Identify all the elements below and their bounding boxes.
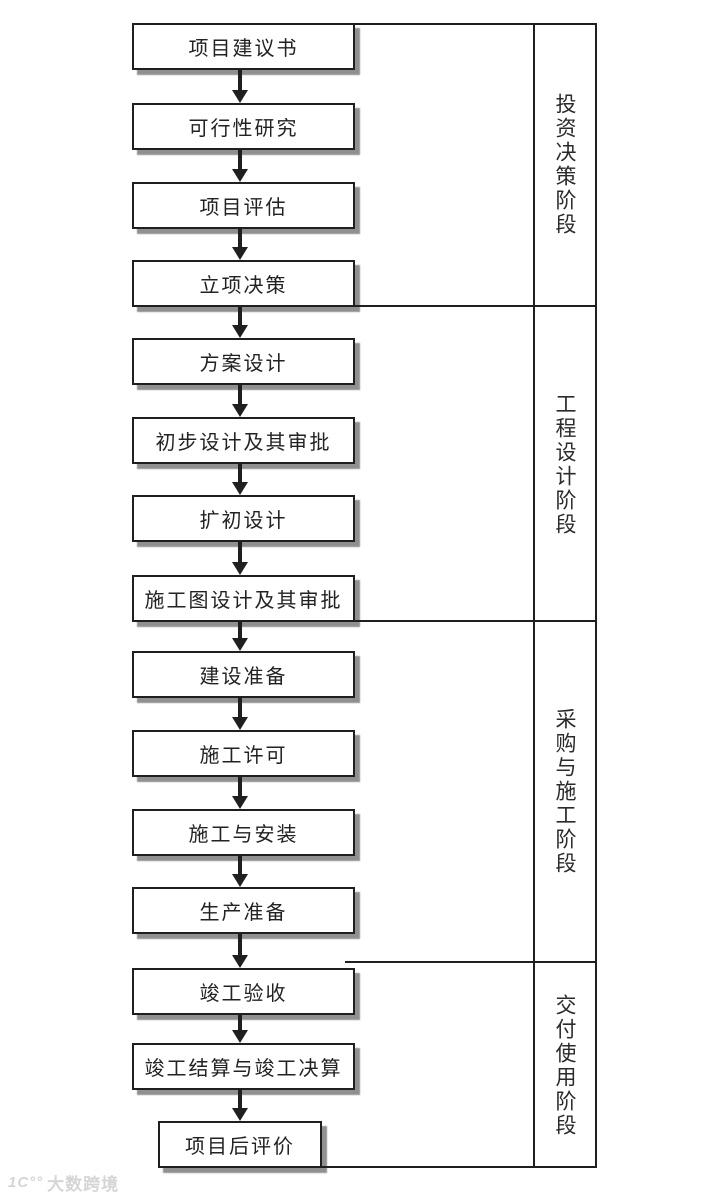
phase-column-right-line — [595, 23, 597, 1168]
arrow-head — [232, 404, 248, 417]
flow-step-box: 项目后评价 — [158, 1121, 322, 1168]
arrow-shaft — [238, 1090, 242, 1108]
arrow-head — [232, 482, 248, 495]
down-arrow-icon — [232, 622, 248, 651]
arrow-head — [232, 874, 248, 887]
flow-step-box: 建设准备 — [132, 651, 355, 698]
flow-step-label: 施工图设计及其审批 — [144, 590, 343, 612]
flow-step-label: 立项决策 — [199, 275, 288, 297]
arrow-head — [232, 638, 248, 651]
watermark-logo-icon: 1C°° — [8, 1174, 44, 1191]
phase-label: 工程设计阶段 — [553, 392, 577, 537]
arrow-shaft — [238, 856, 242, 874]
arrow-shaft — [238, 1015, 242, 1030]
flow-step-box: 项目建议书 — [132, 23, 355, 70]
arrow-head — [232, 796, 248, 809]
flow-step-box: 可行性研究 — [132, 103, 355, 150]
phase-divider — [345, 961, 597, 963]
down-arrow-icon — [232, 229, 248, 260]
arrow-head — [232, 1108, 248, 1121]
arrow-shaft — [238, 464, 242, 482]
arrow-shaft — [238, 934, 242, 955]
flow-step-box: 扩初设计 — [132, 495, 355, 542]
arrow-shaft — [238, 698, 242, 717]
down-arrow-icon — [232, 698, 248, 730]
flow-step-box: 施工许可 — [132, 730, 355, 777]
phase-divider — [355, 305, 597, 307]
flow-step-label: 项目建议书 — [188, 38, 299, 60]
down-arrow-icon — [232, 542, 248, 575]
flow-step-box: 竣工结算与竣工决算 — [132, 1043, 355, 1090]
phase-label: 交付使用阶段 — [553, 993, 577, 1138]
phase-label: 投资决策阶段 — [553, 93, 577, 237]
flow-step-label: 可行性研究 — [188, 118, 299, 140]
down-arrow-icon — [232, 70, 248, 103]
down-arrow-icon — [232, 464, 248, 495]
arrow-shaft — [238, 777, 242, 796]
flow-step-label: 项目后评价 — [185, 1136, 295, 1158]
arrow-shaft — [238, 542, 242, 562]
watermark: 1C°° 大数跨境 — [8, 1170, 119, 1195]
arrow-shaft — [238, 150, 242, 169]
arrow-head — [232, 717, 248, 730]
phase-bottom-line — [322, 1166, 597, 1168]
down-arrow-icon — [232, 307, 248, 338]
arrow-head — [232, 247, 248, 260]
flow-step-box: 生产准备 — [132, 887, 355, 934]
arrow-shaft — [238, 70, 242, 90]
down-arrow-icon — [232, 1015, 248, 1043]
flow-step-box: 施工图设计及其审批 — [132, 575, 355, 622]
flow-step-box: 立项决策 — [132, 260, 355, 307]
arrow-shaft — [238, 385, 242, 404]
down-arrow-icon — [232, 385, 248, 417]
phase-top-line — [354, 23, 597, 25]
arrow-shaft — [238, 229, 242, 247]
flow-step-label: 扩初设计 — [199, 510, 288, 532]
down-arrow-icon — [232, 856, 248, 887]
arrow-head — [232, 562, 248, 575]
flow-step-label: 初步设计及其审批 — [155, 432, 332, 454]
down-arrow-icon — [232, 150, 248, 182]
flow-step-label: 建设准备 — [199, 666, 288, 688]
flow-step-box: 方案设计 — [132, 338, 355, 385]
arrow-head — [232, 169, 248, 182]
arrow-head — [232, 325, 248, 338]
arrow-head — [232, 955, 248, 968]
phase-divider — [355, 620, 597, 622]
flow-step-label: 方案设计 — [199, 353, 288, 375]
phase-column-left-line — [533, 23, 535, 1168]
flow-step-label: 竣工验收 — [199, 983, 288, 1005]
arrow-shaft — [238, 622, 242, 638]
flow-step-label: 施工与安装 — [188, 824, 299, 846]
flow-step-label: 项目评估 — [199, 197, 288, 219]
flow-step-label: 生产准备 — [199, 902, 288, 924]
down-arrow-icon — [232, 934, 248, 968]
down-arrow-icon — [232, 777, 248, 809]
arrow-head — [232, 1030, 248, 1043]
flow-step-box: 竣工验收 — [132, 968, 355, 1015]
flow-step-label: 竣工结算与竣工决算 — [144, 1058, 343, 1080]
flow-step-box: 施工与安装 — [132, 809, 355, 856]
phase-label: 采购与施工阶段 — [553, 707, 577, 876]
arrow-shaft — [238, 307, 242, 325]
flow-step-label: 施工许可 — [199, 745, 288, 767]
flow-step-box: 项目评估 — [132, 182, 355, 229]
arrow-head — [232, 90, 248, 103]
watermark-text: 大数跨境 — [47, 1175, 120, 1194]
flow-step-box: 初步设计及其审批 — [132, 417, 355, 464]
down-arrow-icon — [232, 1090, 248, 1121]
